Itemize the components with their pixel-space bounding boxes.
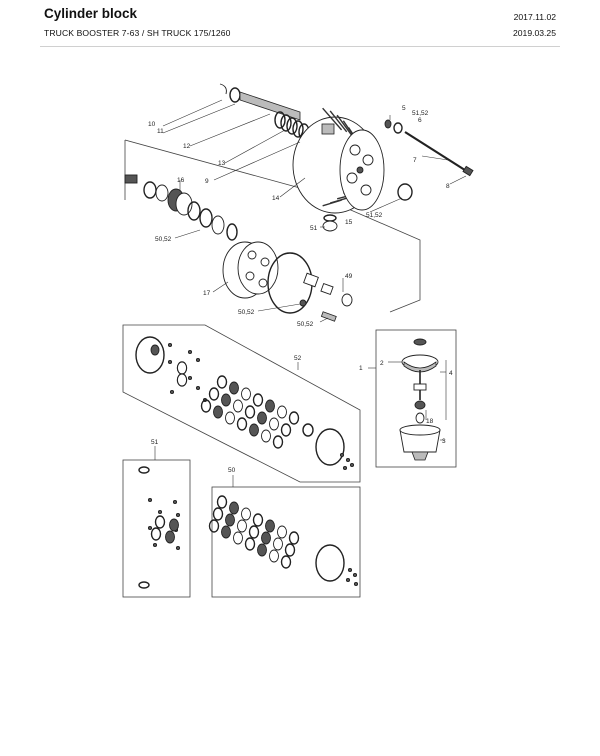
callout-7: 7 bbox=[413, 157, 417, 164]
kit-50-frame bbox=[211, 486, 361, 598]
kit-52-frame bbox=[122, 324, 361, 483]
retaining-ring bbox=[219, 83, 227, 95]
kit52-large-oring-right bbox=[315, 428, 345, 466]
callout-49: 49 bbox=[345, 273, 353, 280]
callout-15: 15 bbox=[345, 219, 353, 226]
cylinder-block bbox=[292, 107, 385, 222]
callout-16: 16 bbox=[177, 177, 185, 184]
callout-50-52-left: 50,52 bbox=[155, 236, 172, 243]
side-washer bbox=[397, 183, 413, 201]
header-divider bbox=[40, 46, 560, 47]
callout-4: 4 bbox=[449, 370, 453, 377]
callout-11: 11 bbox=[157, 128, 164, 135]
kit-52-panel: 52 bbox=[122, 324, 361, 483]
clip bbox=[124, 174, 138, 184]
callout-50-52-low: 50,52 bbox=[297, 321, 314, 328]
kit50-seal-set bbox=[208, 495, 359, 587]
top-plug bbox=[321, 123, 335, 135]
upper-assembly: 10 11 12 13 9 14 5 51,52 6 7 8 51,52 15 … bbox=[124, 83, 474, 328]
callout-1: 1 bbox=[359, 365, 363, 372]
callout-51-top: 51 bbox=[310, 225, 318, 232]
callout-14: 14 bbox=[272, 195, 280, 202]
callout-13: 13 bbox=[218, 160, 226, 167]
callout-2: 2 bbox=[380, 360, 384, 367]
callout-3: 3 bbox=[442, 438, 446, 445]
washer bbox=[229, 87, 241, 103]
callout-51: 51 bbox=[151, 439, 159, 446]
upper-leaders bbox=[162, 99, 467, 323]
page-title: Cylinder block bbox=[44, 6, 138, 21]
valve-cap bbox=[413, 338, 427, 346]
callout-10: 10 bbox=[148, 121, 156, 128]
valve-assembly-frame bbox=[375, 329, 457, 468]
kit-50-panel: 50 bbox=[208, 467, 361, 598]
callout-50: 50 bbox=[228, 467, 236, 474]
spring-stack bbox=[274, 111, 310, 141]
plug-51 bbox=[322, 220, 338, 232]
kit-51-frame bbox=[122, 459, 191, 598]
callout-8: 8 bbox=[446, 183, 450, 190]
callout-6: 6 bbox=[418, 117, 422, 124]
kit51-seal-set bbox=[147, 497, 181, 551]
shaft-assembly bbox=[219, 83, 310, 141]
shaft bbox=[239, 91, 301, 121]
seal-stack-left bbox=[124, 174, 238, 241]
valve-assembly-panel: 1 2 4 18 3 bbox=[359, 329, 457, 468]
callout-52: 52 bbox=[294, 355, 302, 362]
kit52-large-oring bbox=[135, 336, 165, 374]
upper-frame bbox=[124, 139, 421, 313]
date-revised: 2019.03.25 bbox=[512, 28, 556, 38]
callout-51-52-side: 51,52 bbox=[366, 212, 383, 219]
callout-12: 12 bbox=[183, 143, 191, 150]
callout-50-52-mid: 50,52 bbox=[238, 309, 255, 316]
kit50-large-oring bbox=[315, 544, 345, 582]
valve-plate bbox=[222, 241, 313, 314]
callout-17: 17 bbox=[203, 290, 211, 297]
kit52-seal-set bbox=[150, 342, 355, 471]
date-created: 2017.11.02 bbox=[513, 12, 556, 22]
model-subtitle: TRUCK BOOSTER 7-63 / SH TRUCK 175/1260 bbox=[44, 28, 231, 38]
callout-5: 5 bbox=[402, 105, 406, 112]
tie-bolt bbox=[384, 119, 474, 201]
callout-51-52-top: 51,52 bbox=[412, 110, 429, 117]
valve-parts bbox=[299, 220, 353, 322]
callout-9: 9 bbox=[205, 178, 209, 185]
kit-51-panel: 51 bbox=[122, 439, 191, 598]
callout-18: 18 bbox=[426, 418, 434, 425]
bottom-seal bbox=[323, 214, 337, 222]
